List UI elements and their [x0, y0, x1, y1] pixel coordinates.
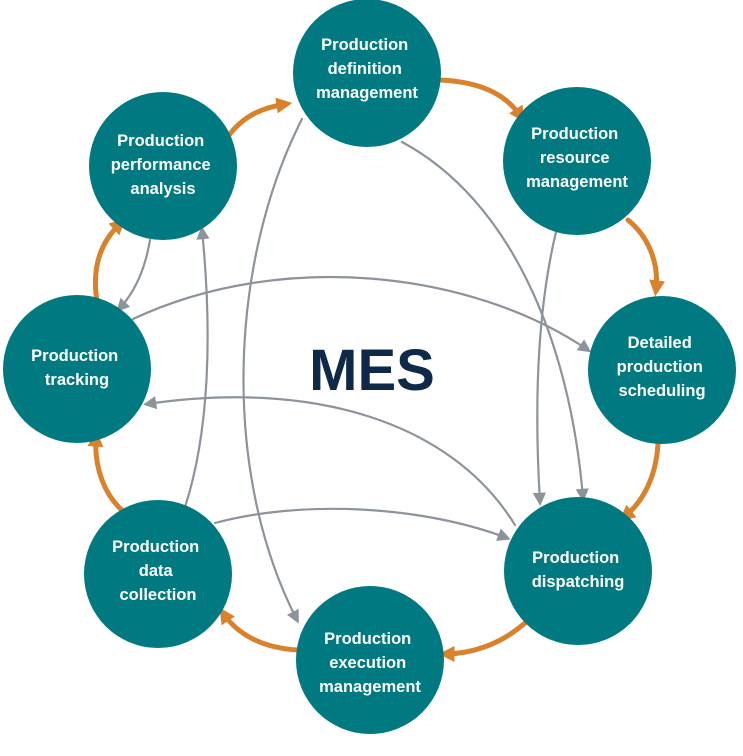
cycle-arrow-definition-to-resource [437, 77, 525, 123]
cycle-arrow-execution-to-collection [219, 607, 301, 653]
label-line: collection [119, 586, 196, 604]
label-line: management [526, 173, 628, 191]
label-line: Production [531, 125, 618, 143]
label-line: dispatching [532, 573, 625, 591]
node-label-resource: Production resource management [526, 125, 628, 191]
arrow-collection-to-dispatching [213, 507, 511, 541]
cycle-arrow-resource-to-scheduling [625, 217, 666, 297]
node-scheduling: Detailed production scheduling [588, 296, 736, 444]
node-resource: Production resource management [503, 87, 651, 235]
cycle-arrow-dispatching-to-execution [438, 620, 528, 662]
label-line: execution [329, 654, 406, 672]
label-line: Production [321, 36, 408, 54]
node-label-dispatching: Production dispatching [532, 549, 625, 591]
node-circle-collection [84, 500, 232, 648]
node-label-performance: Production performance analysis [111, 132, 216, 198]
arrow-dispatching-to-tracking [143, 396, 517, 527]
node-circle-scheduling [588, 296, 736, 444]
node-tracking: Production tracking [3, 295, 151, 443]
node-definition: Production definition management [293, 0, 441, 147]
node-circle-resource [503, 87, 651, 235]
node-circle-tracking [3, 295, 151, 443]
cycle-arrow-collection-to-tracking [87, 430, 127, 515]
label-line: Production [324, 630, 411, 648]
info-arrows [116, 117, 592, 624]
arrow-collection-to-performance [183, 226, 210, 509]
node-circle-execution [296, 586, 444, 734]
cycle-arrow-tracking-to-performance [92, 218, 126, 304]
label-line: definition [328, 60, 402, 78]
arrow-definition-to-dispatching [400, 140, 589, 502]
node-label-execution: Production execution management [319, 630, 421, 696]
arrow-tracking-to-scheduling [131, 275, 592, 353]
center-title: MES [309, 338, 435, 403]
label-line: data [139, 562, 174, 580]
label-line: Production [117, 132, 204, 150]
arrow-resource-to-dispatching [532, 230, 558, 506]
node-label-tracking: Production tracking [31, 347, 123, 389]
label-line: scheduling [618, 382, 705, 400]
arrow-performance-to-tracking [116, 238, 152, 312]
cycle-arrow-scheduling-to-dispatching [618, 441, 661, 521]
label-line: performance [111, 156, 211, 174]
node-circle-definition [293, 0, 441, 147]
label-line: Detailed [628, 334, 692, 352]
node-execution: Production execution management [296, 586, 444, 734]
node-dispatching: Production dispatching [504, 497, 652, 645]
label-line: management [316, 84, 418, 102]
node-label-scheduling: Detailed production scheduling [617, 334, 708, 400]
label-line: management [319, 678, 421, 696]
label-line: production [617, 358, 703, 376]
label-line: resource [540, 149, 610, 167]
cycle-arrows [87, 77, 666, 662]
label-line: analysis [130, 180, 195, 198]
node-circle-performance [89, 92, 237, 240]
node-label-definition: Production definition management [316, 36, 418, 102]
node-circle-dispatching [504, 497, 652, 645]
label-line: Production [31, 347, 118, 365]
label-line: Production [112, 538, 199, 556]
node-performance: Production performance analysis [89, 92, 237, 240]
label-line: tracking [45, 371, 109, 389]
label-line: Production [532, 549, 619, 567]
node-collection: Production data collection [84, 500, 232, 648]
arrow-definition-to-execution [242, 117, 304, 624]
cycle-arrow-performance-to-definition [226, 97, 293, 138]
node-label-collection: Production data collection [112, 538, 204, 604]
